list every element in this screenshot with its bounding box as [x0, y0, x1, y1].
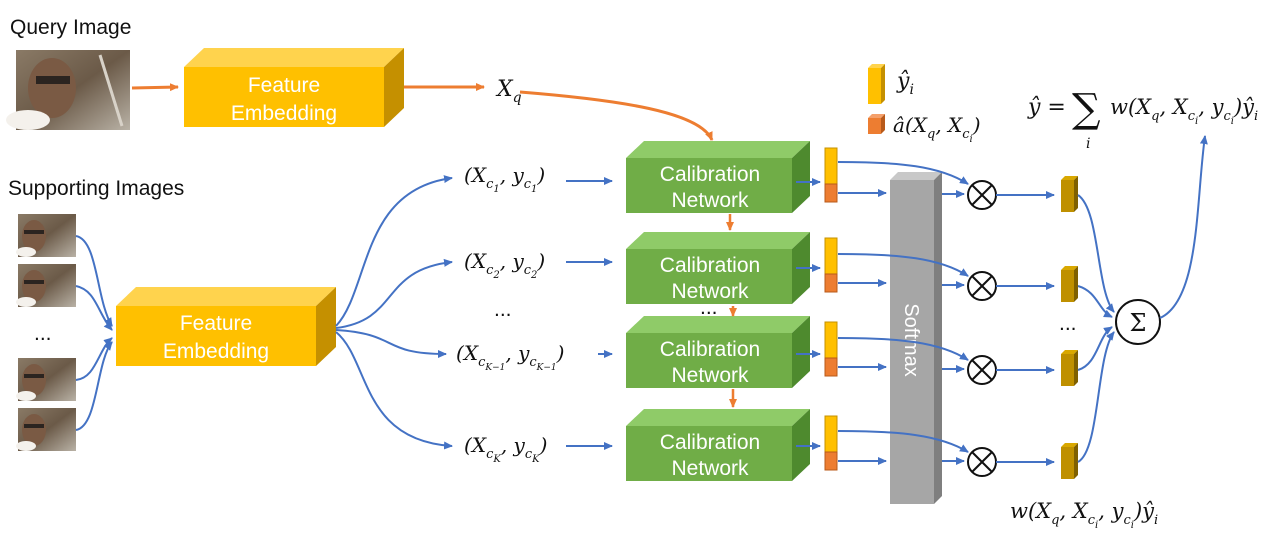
sum-symbol: Σ	[1130, 309, 1147, 337]
embedding-to-pair-arrow	[335, 329, 447, 358]
legend-yhat-sub: i	[909, 82, 913, 98]
a-hat-bar	[824, 357, 838, 377]
calibration-label-1: Calibration	[660, 163, 760, 186]
output-bars	[824, 321, 838, 377]
multiply-node	[967, 271, 997, 301]
weighted-bar	[1061, 443, 1078, 479]
support-image-arrow	[75, 235, 113, 327]
supporting-image-thumbnail	[16, 358, 76, 401]
pair-label: (XcK, ycK)	[464, 433, 547, 465]
pairs-ellipsis: ...	[494, 298, 512, 321]
support-image-arrow	[75, 337, 113, 381]
supporting-image-thumbnail	[16, 408, 76, 451]
supporting-image-thumbnail	[16, 264, 76, 307]
multiply-node	[967, 355, 997, 385]
output-bars	[824, 147, 838, 203]
softmax-label: Softmax	[900, 303, 922, 376]
output-bars	[824, 237, 838, 293]
weighted-to-sum-arrow	[1077, 326, 1113, 371]
supporting-images-label: Supporting Images	[8, 177, 184, 200]
xq-sub: q	[513, 90, 522, 106]
a-hat-bar	[824, 183, 838, 203]
query-feature-embedding-box: Feature Embedding	[184, 48, 404, 127]
embedding-to-pair-arrow	[335, 331, 453, 450]
a-hat-bar	[824, 273, 838, 293]
weighted-to-sum-arrow	[1077, 285, 1113, 318]
calibration-label-2: Network	[671, 457, 749, 480]
calibration-label-2: Network	[671, 189, 749, 212]
softmax-block: Softmax	[890, 172, 942, 504]
calibration-label-2: Network	[671, 280, 749, 303]
weighted-bar	[1061, 266, 1078, 302]
calibration-network-box: Calibration Network	[626, 409, 810, 481]
feature-embedding-label-1: Feature	[248, 74, 320, 97]
feature-embedding-label-2: Embedding	[163, 340, 269, 363]
supporting-image-thumbnail	[16, 214, 76, 257]
yhat-to-multiply-arrow	[837, 161, 969, 185]
multiply-node	[967, 447, 997, 477]
output-formula: ŷ = ∑ i w(Xq, Xci, yci)ŷi	[1027, 86, 1258, 152]
calibration-label-2: Network	[671, 364, 749, 387]
weighted-bar	[1061, 350, 1078, 386]
svg-text:(Xc2, yc2): (Xc2, yc2)	[464, 249, 545, 281]
formula-lhs: ŷ =	[1027, 95, 1066, 120]
svg-text:(XcK, ycK): (XcK, ycK)	[464, 433, 547, 465]
support-image-arrow	[75, 341, 113, 431]
embedding-to-pair-arrow	[335, 175, 453, 327]
weighted-formula: w(Xq, Xci, yci)ŷi	[1010, 499, 1158, 531]
weighted-bar	[1061, 176, 1078, 212]
calibration-label-1: Calibration	[660, 338, 760, 361]
svg-text:â(Xq, Xci): â(Xq, Xci)	[893, 113, 981, 145]
weighted-ellipsis: ...	[1059, 312, 1077, 335]
svg-text:(XcK−1, ycK−1): (XcK−1, ycK−1)	[456, 341, 564, 373]
yhat-bar	[824, 237, 838, 275]
feature-embedding-label-1: Feature	[180, 312, 252, 335]
xq-base: X	[495, 77, 514, 102]
legend-a-hat: â(Xq, Xci)	[868, 113, 981, 145]
pair-label: (Xc2, yc2)	[464, 249, 545, 281]
formula-sum-index: i	[1086, 136, 1090, 152]
yhat-bar	[824, 321, 838, 359]
query-image-thumbnail	[6, 50, 130, 130]
calibration-ellipsis: ...	[700, 296, 718, 319]
calibration-network-box: Calibration Network	[626, 232, 810, 304]
a-hat-bar	[824, 451, 838, 471]
weighted-to-sum-arrow	[1077, 331, 1115, 463]
svg-text:ŷi: ŷi	[896, 69, 914, 98]
support-image-arrow	[75, 285, 113, 331]
calibration-label-1: Calibration	[660, 431, 760, 454]
query-image-arrow	[131, 83, 179, 92]
formula-sum-symbol: ∑	[1072, 86, 1101, 132]
yhat-to-multiply-arrow	[837, 430, 969, 453]
pair-label: (XcK−1, ycK−1)	[456, 341, 564, 373]
legend-yhat-symbol: ŷ	[896, 69, 910, 94]
formula-terms: w(Xq, Xci, yci)ŷi	[1110, 95, 1258, 127]
calibration-label-1: Calibration	[660, 254, 760, 277]
yhat-to-multiply-arrow	[837, 253, 969, 277]
supporting-images-ellipsis: ...	[34, 322, 52, 345]
multiply-node	[967, 180, 997, 210]
yhat-bar	[824, 415, 838, 453]
embedding-to-pair-arrow	[335, 258, 453, 329]
output-bars	[824, 415, 838, 471]
bottom-formula-terms: w(Xq, Xci, yci)ŷi	[1010, 499, 1158, 531]
legend: ŷi â(Xq, Xci)	[868, 64, 981, 145]
svg-text:(Xc1, yc1): (Xc1, yc1)	[464, 163, 545, 195]
weighted-to-sum-arrow	[1077, 194, 1115, 313]
query-image-label: Query Image	[10, 16, 131, 39]
feature-embedding-label-2: Embedding	[231, 102, 337, 125]
legend-yhat: ŷi	[868, 64, 914, 104]
sum-node: Σ	[1115, 299, 1161, 345]
xq-to-calibration-arrow	[519, 90, 714, 141]
calibration-network-box: Calibration Network	[626, 316, 810, 388]
support-feature-embedding-box: Feature Embedding	[116, 287, 336, 366]
yhat-to-multiply-arrow	[837, 337, 969, 361]
xq-label: Xq	[495, 77, 522, 106]
pair-label: (Xc1, yc1)	[464, 163, 545, 195]
sum-to-output-arrow	[1159, 135, 1208, 319]
calibration-network-box: Calibration Network	[626, 141, 810, 213]
yhat-bar	[824, 147, 838, 185]
